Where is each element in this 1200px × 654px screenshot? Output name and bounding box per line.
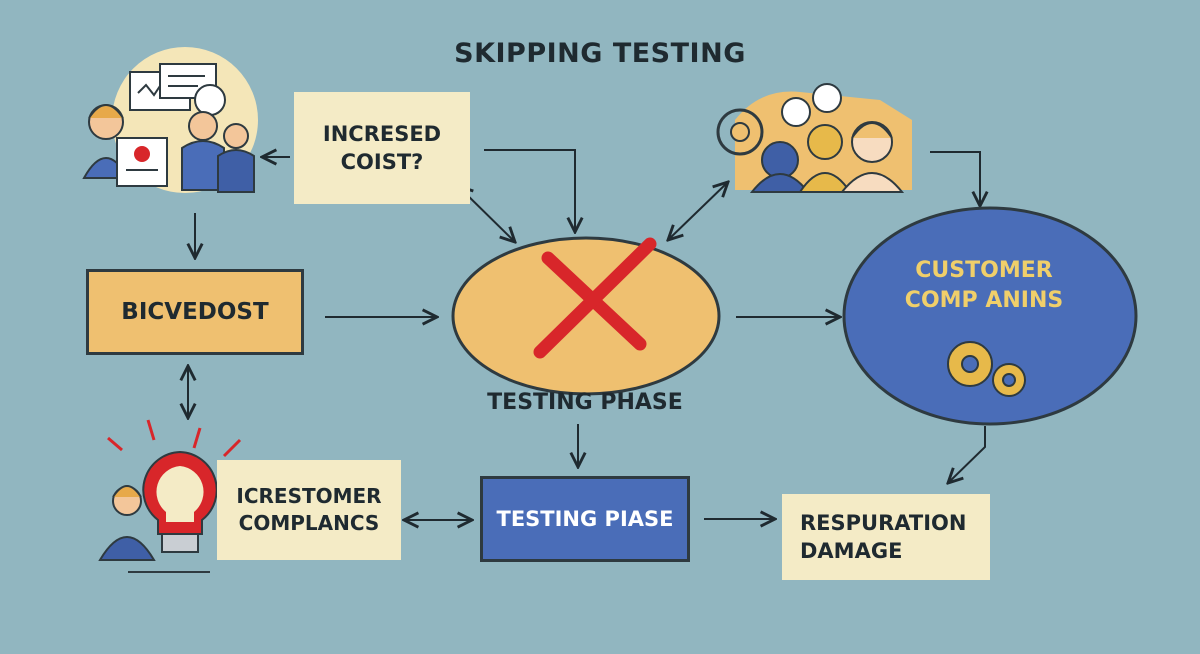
red-x-icon	[533, 237, 657, 359]
testing-phase-oval	[451, 236, 721, 396]
lightbulb-person-icon	[98, 419, 242, 573]
gears-icon	[947, 341, 1026, 397]
resupration-line1: RESPURATION	[800, 510, 967, 535]
customer-complaints-oval	[842, 206, 1138, 426]
resupration-line2: DAMAGE	[800, 539, 903, 563]
diagram-title: SKIPPING TESTING	[454, 38, 746, 69]
icrestomer-line1: ICRESTOMER	[236, 484, 382, 508]
testing-phase-box: TESTING PIASE	[480, 476, 690, 562]
customer-complaints-line2: COMP ANINS	[904, 287, 1064, 313]
customer-complaints-line1: CUSTOMER	[915, 258, 1053, 283]
resupration-damage-note: RESPURATION DAMAGE	[782, 494, 990, 580]
arrow-cost-to-testing	[484, 149, 575, 232]
customer-complaints-label: CUSTOMER COMP ANINS	[880, 256, 1088, 315]
increased-cost-line2: COIST?	[340, 150, 424, 174]
team-meeting-icon	[82, 47, 258, 193]
testing-phase-box-label: TESTING PIASE	[496, 507, 674, 531]
testing-phase-caption: TESTING PHASE	[487, 390, 683, 415]
arrow-testing-customers-bidirectional	[668, 182, 728, 240]
bicvedost-box: BICVEDOST	[86, 269, 304, 355]
icrestomer-line2: COMPLANCS	[238, 511, 380, 535]
bicvedost-label: BICVEDOST	[121, 299, 269, 325]
increased-cost-note: INCRESED COIST?	[294, 92, 470, 204]
arrow-complaints-to-damage	[948, 426, 986, 483]
arrow-customers-to-complaints	[930, 151, 980, 206]
customers-gears-icon	[716, 83, 912, 193]
icrestomer-complancs-note: ICRESTOMER COMPLANCS	[217, 460, 401, 560]
increased-cost-line1: INCRESED	[322, 121, 442, 146]
